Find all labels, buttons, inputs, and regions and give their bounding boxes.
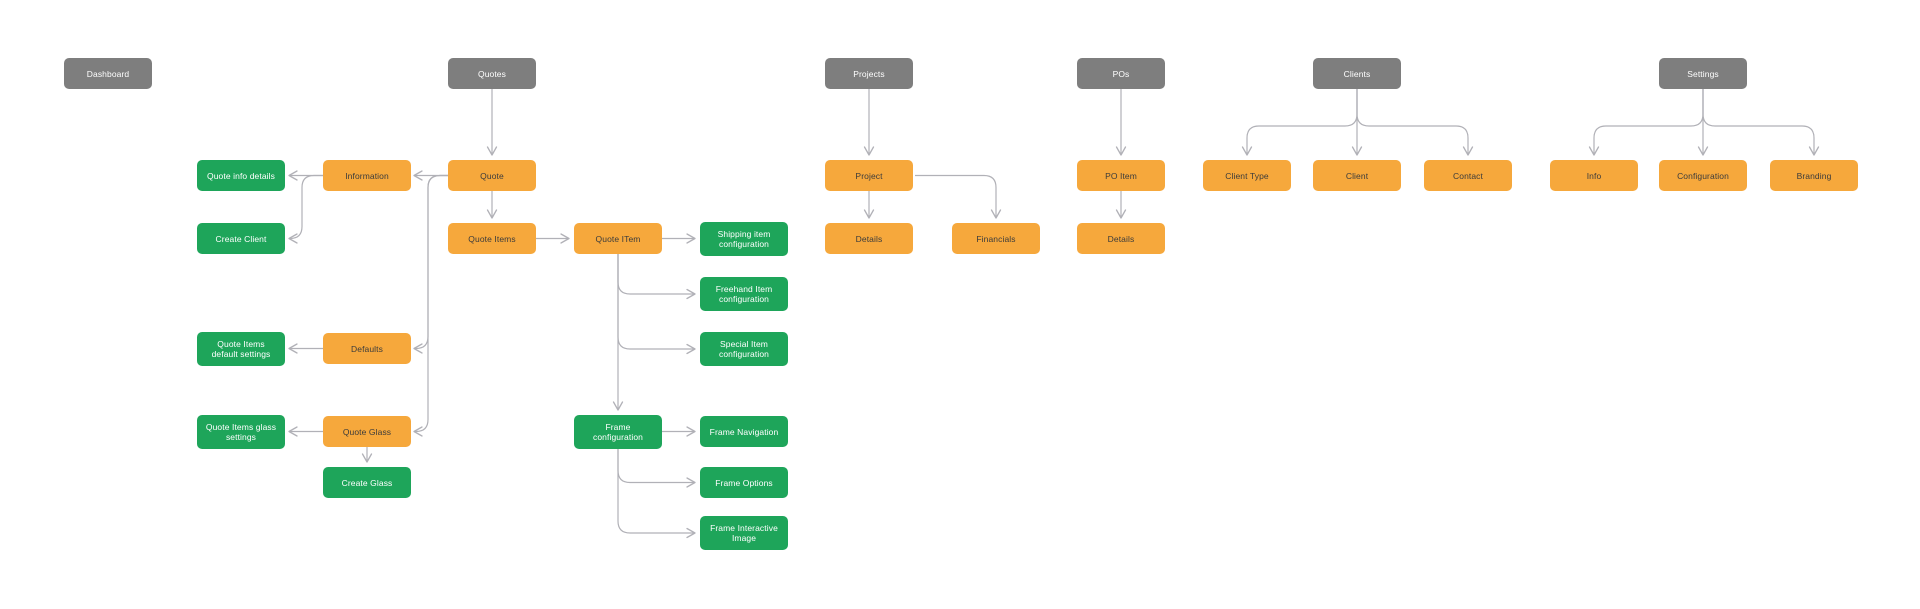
node-configuration[interactable]: Configuration (1659, 160, 1747, 191)
node-freehand-item-configuration[interactable]: Freehand Item configuration (700, 277, 788, 311)
edge-frame-config-frame-interactive (617, 449, 696, 539)
node-project[interactable]: Project (825, 160, 913, 191)
edge-clients-contact (1356, 89, 1474, 156)
edge-clients-client-type (1241, 89, 1358, 156)
node-shipping-item-configuration[interactable]: Shipping item configuration (700, 222, 788, 256)
node-pos[interactable]: POs (1077, 58, 1165, 89)
node-po-details[interactable]: Details (1077, 223, 1165, 254)
edge-frame-config-frame-options (617, 449, 696, 488)
node-settings[interactable]: Settings (1659, 58, 1747, 89)
node-create-glass[interactable]: Create Glass (323, 467, 411, 498)
node-special-item-configuration[interactable]: Special Item configuration (700, 332, 788, 366)
node-client[interactable]: Client (1313, 160, 1401, 191)
node-info[interactable]: Info (1550, 160, 1638, 191)
node-quote-items-glass-settings[interactable]: Quote Items glass settings (197, 415, 285, 449)
node-quotes[interactable]: Quotes (448, 58, 536, 89)
node-client-type[interactable]: Client Type (1203, 160, 1291, 191)
node-quote-items-default-settings[interactable]: Quote Items default settings (197, 332, 285, 366)
edge-project-financials (915, 174, 1002, 219)
node-branding[interactable]: Branding (1770, 160, 1858, 191)
node-quote-glass[interactable]: Quote Glass (323, 416, 411, 447)
node-financials[interactable]: Financials (952, 223, 1040, 254)
node-quote-item[interactable]: Quote ITem (574, 223, 662, 254)
node-project-details[interactable]: Details (825, 223, 913, 254)
node-clients[interactable]: Clients (1313, 58, 1401, 89)
node-po-item[interactable]: PO Item (1077, 160, 1165, 191)
edge-quote-item-special (617, 254, 696, 355)
edge-quote-quote-glass (413, 174, 448, 437)
node-frame-configuration[interactable]: Frame configuration (574, 415, 662, 449)
node-quote[interactable]: Quote (448, 160, 536, 191)
node-projects[interactable]: Projects (825, 58, 913, 89)
node-defaults[interactable]: Defaults (323, 333, 411, 364)
node-quote-info-details[interactable]: Quote info details (197, 160, 285, 191)
node-contact[interactable]: Contact (1424, 160, 1512, 191)
node-dashboard[interactable]: Dashboard (64, 58, 152, 89)
node-quote-items[interactable]: Quote Items (448, 223, 536, 254)
node-frame-navigation[interactable]: Frame Navigation (700, 416, 788, 447)
node-create-client[interactable]: Create Client (197, 223, 285, 254)
node-frame-interactive-image[interactable]: Frame Interactive Image (700, 516, 788, 550)
node-information[interactable]: Information (323, 160, 411, 191)
edge-settings-branding (1702, 89, 1820, 156)
edge-settings-info (1588, 89, 1704, 156)
node-frame-options[interactable]: Frame Options (700, 467, 788, 498)
edge-quote-item-freehand (617, 254, 696, 300)
edge-information-create-client (288, 174, 323, 244)
edge-quote-defaults (413, 174, 448, 354)
